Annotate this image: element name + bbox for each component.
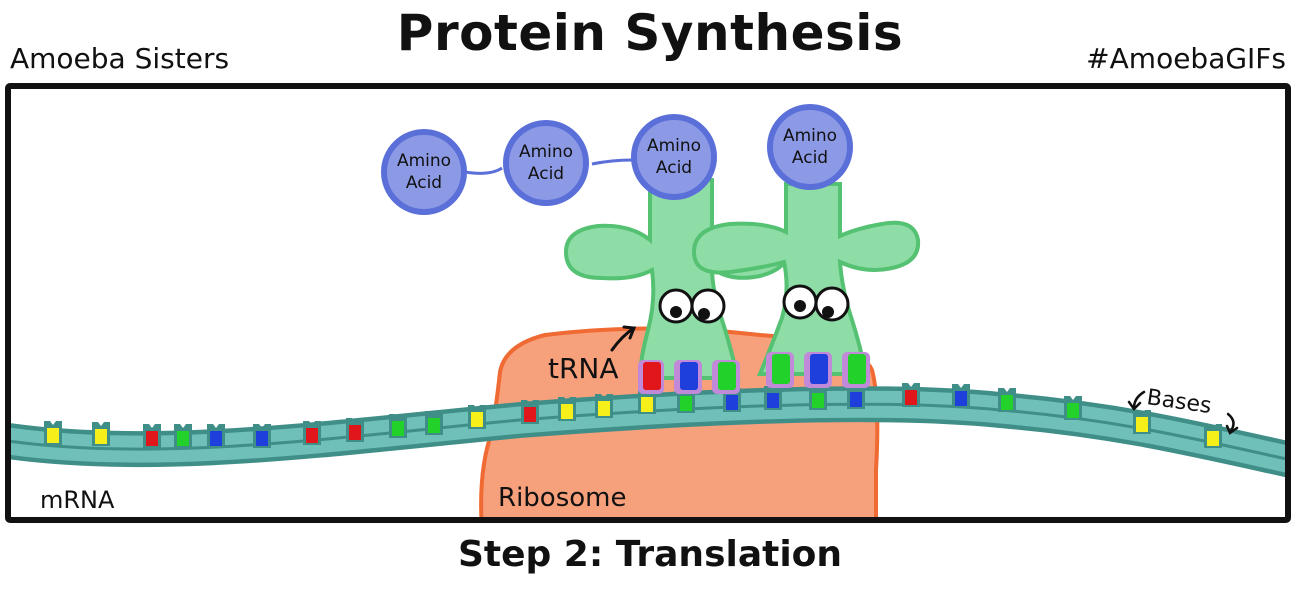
amino-acid-label-line2: Acid xyxy=(792,148,828,168)
mrna-bases xyxy=(44,383,1222,448)
diagram-title: Protein Synthesis xyxy=(396,4,904,62)
ribosome-label: Ribosome xyxy=(498,483,626,513)
amino-acid-label-line2: Acid xyxy=(528,164,564,184)
amino-acid-label-line2: Acid xyxy=(406,173,442,193)
amino-acid-label-line2: Acid xyxy=(656,158,692,178)
brand-hashtag-right: #AmoebaGIFs xyxy=(1086,42,1286,75)
amino-acid-label-line1: Amino xyxy=(397,151,451,171)
mrna-label: mRNA xyxy=(40,486,115,514)
amino-acid-label-line1: Amino xyxy=(519,142,573,162)
amino-acid-label-line1: Amino xyxy=(647,136,701,156)
trna-pointer-arrow xyxy=(610,325,637,352)
brand-label-left: Amoeba Sisters xyxy=(10,42,230,75)
amino-acid: Amino Acid xyxy=(503,120,589,206)
bases-pointer-arrow-right xyxy=(1225,412,1239,435)
trna-molecule-right xyxy=(691,182,921,388)
peptide-bonds xyxy=(464,158,633,175)
diagram-frame xyxy=(5,83,1291,523)
step-caption: Step 2: Translation xyxy=(457,534,843,575)
amino-acid: Amino Acid xyxy=(767,104,853,190)
amino-acid-label-line1: Amino xyxy=(783,126,837,146)
amino-acid: Amino Acid xyxy=(631,114,717,200)
amino-acid: Amino Acid xyxy=(381,129,467,215)
bases-pointer-arrow-left xyxy=(1127,390,1146,411)
trna-label: tRNA xyxy=(548,352,619,385)
